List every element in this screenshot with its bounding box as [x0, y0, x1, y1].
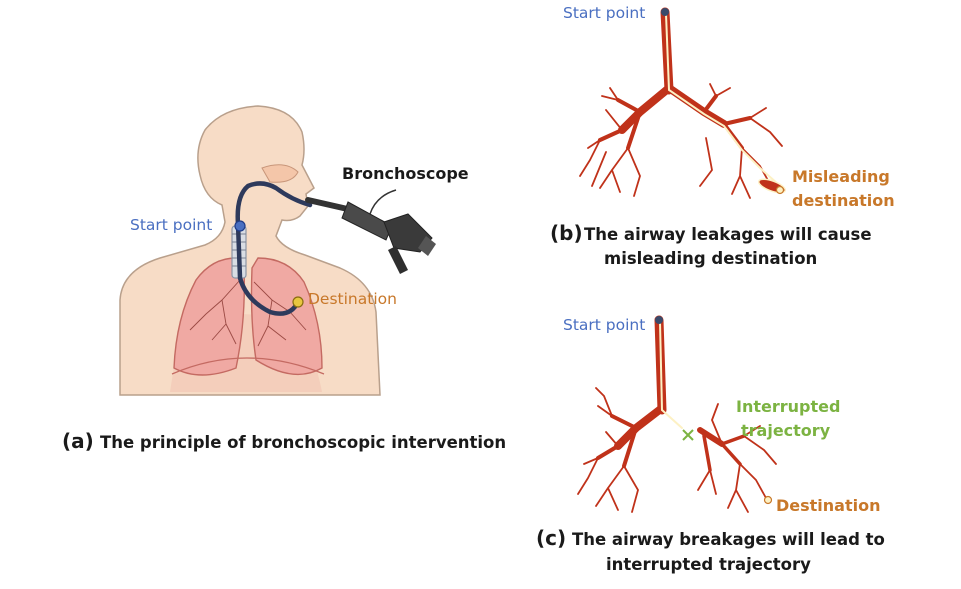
- panel-c-letter: (c): [536, 526, 566, 550]
- interrupted-label-line1: Interrupted: [736, 397, 840, 416]
- start-point-label-a: Start point: [130, 216, 212, 234]
- destination-marker-c: [763, 495, 773, 505]
- bronchoscope-tube: [235, 181, 313, 316]
- misleading-destination-marker: [775, 185, 785, 195]
- start-point-marker: [234, 220, 246, 232]
- start-point-label-c: Start point: [563, 316, 645, 334]
- interrupted-label-line2: trajectory: [741, 421, 831, 440]
- panel-b-letter: (b): [550, 221, 583, 245]
- destination-label-c: Destination: [776, 496, 881, 515]
- panel-b: Start point Misleading destination (b) T…: [550, 4, 895, 268]
- start-point-marker-c: [655, 316, 663, 324]
- right-lung: [173, 257, 246, 376]
- panel-a-letter: (a): [62, 429, 94, 453]
- start-point-marker-b: [661, 8, 669, 16]
- panel-b-caption-line1: The airway leakages will cause: [584, 225, 872, 244]
- panel-c: Start point Interrupted trajectory Desti…: [536, 315, 885, 574]
- interruption-cross-icon: [682, 429, 694, 441]
- bronchoscope-label: Bronchoscope: [342, 164, 469, 183]
- airway-tree-b: [579, 7, 787, 199]
- destination-marker: [292, 296, 304, 308]
- start-point-label-b: Start point: [563, 4, 645, 22]
- panel-a: Bronchoscope Start point Destination (a)…: [62, 105, 506, 453]
- human-torso-illustration: [119, 105, 436, 396]
- panel-c-caption-line2: interrupted trajectory: [606, 555, 811, 574]
- panel-b-caption-line2: misleading destination: [604, 249, 817, 268]
- bronchoscope-device: [305, 189, 436, 274]
- misleading-label-line1: Misleading: [792, 167, 890, 186]
- panel-c-caption-line1: The airway breakages will lead to: [572, 530, 885, 549]
- destination-label-a: Destination: [308, 290, 397, 308]
- misleading-label-line2: destination: [792, 191, 895, 210]
- left-lung: [250, 257, 323, 376]
- airway-tree-c: [577, 315, 777, 513]
- panel-a-caption: The principle of bronchoscopic intervent…: [100, 433, 506, 452]
